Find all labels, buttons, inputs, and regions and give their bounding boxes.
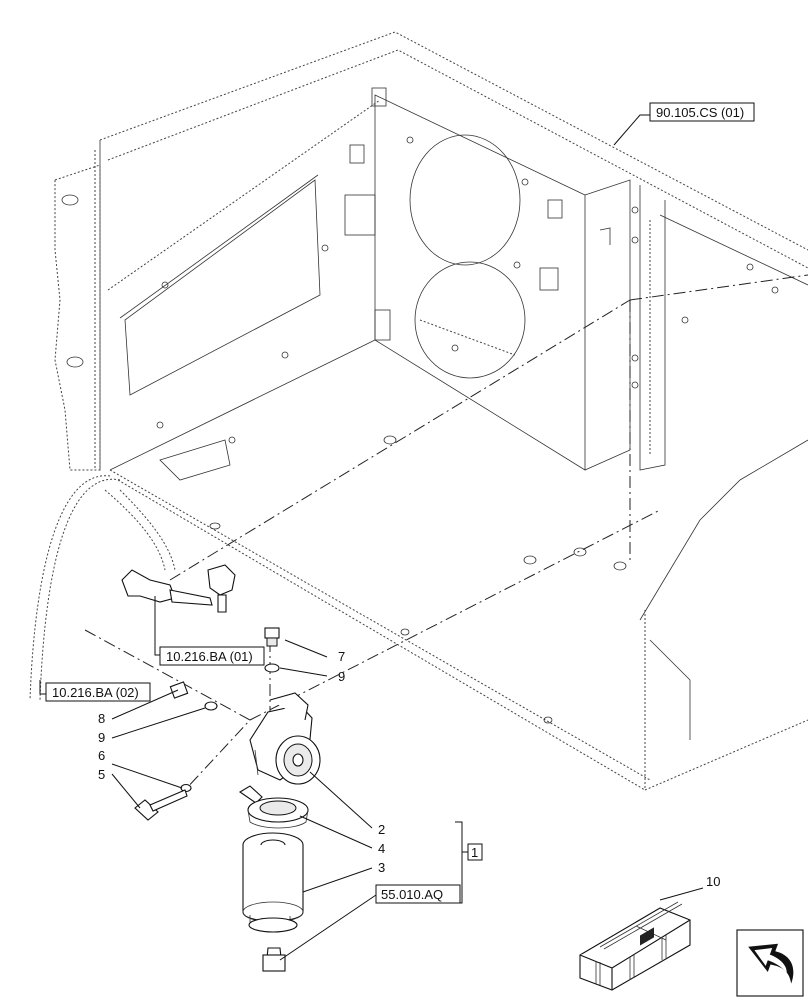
kit-box-icon	[579, 901, 691, 991]
part-4-seal	[238, 785, 309, 829]
callout-10: 10	[706, 874, 720, 889]
kit-bracket-label-text: 1	[471, 845, 478, 860]
callout-9-lower: 9	[98, 730, 105, 745]
callout-numbers: 7 9 8 9 6 5 2 4 3 10	[98, 649, 720, 889]
callout-3: 3	[378, 860, 385, 875]
fuel-filter-assembly	[134, 627, 321, 972]
reference-hose-upper-text: 10.216.BA (01)	[166, 649, 253, 664]
leader-lines	[39, 114, 704, 961]
part-5-bolt	[134, 789, 188, 821]
part-6-washer	[180, 783, 192, 793]
reference-hose-upper: 10.216.BA (01)	[159, 646, 265, 666]
part-9-washer-upper	[264, 663, 280, 673]
callout-8: 8	[98, 711, 105, 726]
part-3-filter-cartridge	[242, 832, 304, 933]
reference-hose-lower-text: 10.216.BA (02)	[52, 685, 139, 700]
callout-4: 4	[378, 841, 385, 856]
drain-plug	[262, 947, 286, 972]
callout-6: 6	[98, 748, 105, 763]
callout-5: 5	[98, 767, 105, 782]
callout-2: 2	[378, 822, 385, 837]
part-7-fitting	[264, 627, 280, 647]
chassis-frame	[54, 31, 808, 791]
callout-9-upper: 9	[338, 669, 345, 684]
assembly-center-lines	[84, 274, 808, 791]
part-2-filter-head	[249, 692, 321, 785]
callout-7: 7	[338, 649, 345, 664]
reference-frame-text: 90.105.CS (01)	[656, 105, 744, 120]
part-9-washer-lower	[204, 701, 218, 711]
reference-drain-plug-text: 55.010.AQ	[381, 887, 443, 902]
reference-hose-lower: 10.216.BA (02)	[45, 682, 151, 702]
reference-frame: 90.105.CS (01)	[649, 102, 755, 122]
reference-drain-plug: 55.010.AQ	[375, 884, 461, 904]
kit-bracket-label: 1	[467, 843, 483, 861]
return-arrow-icon[interactable]	[736, 929, 804, 997]
fuel-hoses	[29, 475, 236, 701]
